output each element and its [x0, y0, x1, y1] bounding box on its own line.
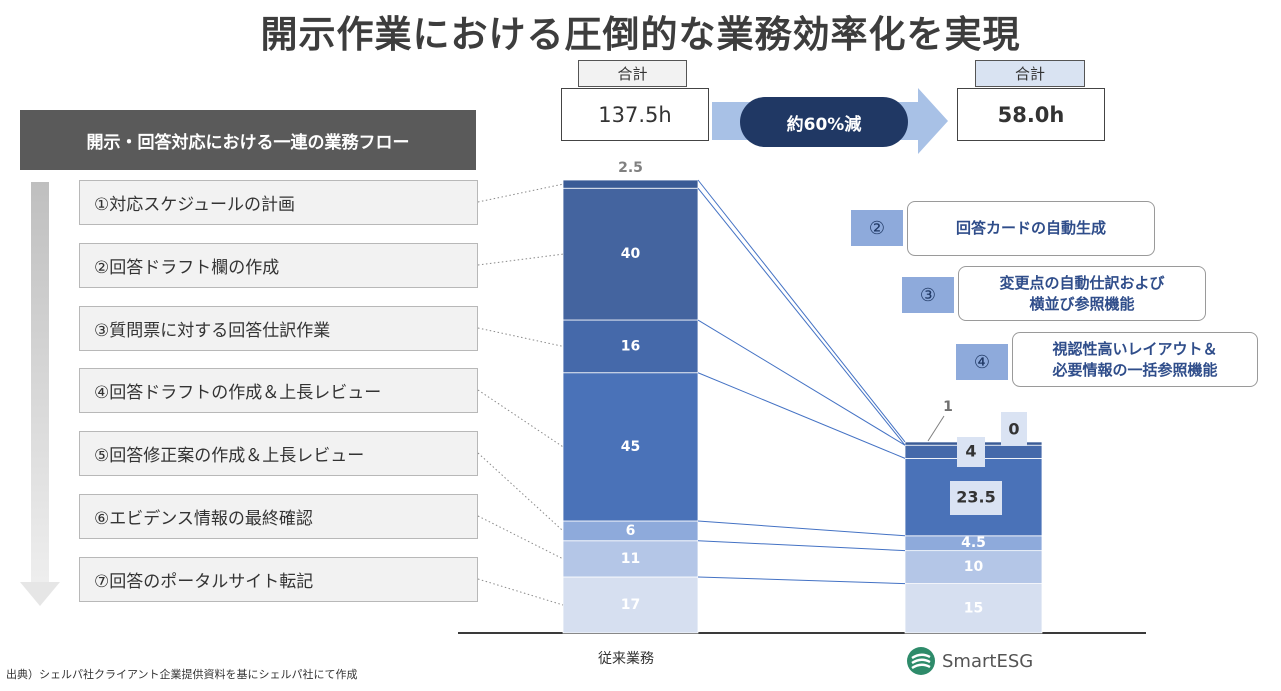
- feature-2-box: 回答カードの自動生成: [907, 201, 1155, 256]
- data-label-after-5: 4.5: [961, 535, 986, 551]
- source-note: 出典）シェルパ社クライアント企業提供資料を基にシェルパ社にて作成: [6, 668, 358, 681]
- bar-segment-before-6: [562, 540, 699, 578]
- flow-step-4: ④回答ドラフトの作成＆上長レビュー: [79, 368, 478, 413]
- label-box-after-4: [950, 481, 1002, 515]
- connector-line-1: [697, 179, 906, 443]
- bar-segment-after-7: [904, 583, 1043, 634]
- bar-segment-before-2: [562, 187, 699, 321]
- bar-segment-before-4: [562, 372, 699, 522]
- flow-step-6: ⑥エビデンス情報の最終確認: [79, 494, 478, 539]
- reduction-badge: 約60%減: [740, 97, 908, 147]
- bar-segment-before-1: [562, 179, 699, 189]
- flow-step-5: ⑤回答修正案の作成＆上長レビュー: [79, 431, 478, 476]
- leader-line-1: [477, 183, 564, 203]
- data-label-before-2: 40: [621, 246, 641, 262]
- data-label-after-3: 4: [965, 442, 976, 461]
- connector-line-2: [697, 187, 906, 446]
- data-label-before-1: 2.5: [618, 160, 643, 176]
- data-label-before-3: 16: [621, 338, 640, 354]
- flow-step-7: ⑦回答のポータルサイト転記: [79, 557, 478, 602]
- label-box-after-2: [1001, 412, 1027, 446]
- bar-segment-after-6: [904, 550, 1043, 584]
- data-label-after-2: 0: [1008, 420, 1019, 439]
- data-label-after-4: 23.5: [956, 488, 995, 507]
- connector-line-3: [697, 319, 906, 446]
- x-category-before: 従来業務: [598, 651, 654, 667]
- leader-line-3: [477, 327, 564, 347]
- data-label-after-6: 10: [964, 559, 984, 575]
- total-after-value: 58.0h: [957, 88, 1105, 141]
- feature-3-number: ③: [902, 277, 954, 313]
- flow-down-arrow-icon: [20, 182, 60, 606]
- feature-2-number: ②: [851, 210, 903, 246]
- data-label-before-6: 11: [621, 551, 640, 567]
- leader-line-6: [477, 515, 564, 560]
- label-pointer-after-1: [927, 415, 945, 442]
- flow-step-2: ②回答ドラフト欄の作成: [79, 243, 478, 288]
- connector-line-4: [697, 372, 906, 459]
- connector-line-5: [697, 520, 906, 537]
- connector-line-7: [697, 576, 906, 585]
- data-label-after-1: 1: [943, 399, 953, 415]
- data-label-after-7: 15: [964, 600, 983, 616]
- leader-line-4: [477, 389, 564, 448]
- data-label-before-5: 6: [626, 523, 636, 539]
- brand-logo: SmartESG: [906, 646, 1033, 676]
- feature-3-box: 変更点の自動仕訳および 横並び参照機能: [958, 266, 1206, 321]
- smartesg-logo-icon: [907, 647, 935, 675]
- total-after-label: 合計: [975, 60, 1085, 87]
- flow-header: 開示・回答対応における一連の業務フロー: [20, 110, 476, 170]
- flow-step-3: ③質問票に対する回答仕訳作業: [79, 306, 478, 351]
- total-before-value: 137.5h: [561, 88, 709, 141]
- leader-line-7: [477, 578, 564, 606]
- leader-line-5: [477, 452, 564, 532]
- bar-segment-before-3: [562, 319, 699, 374]
- bar-segment-before-7: [562, 576, 699, 634]
- page-title: 開示作業における圧倒的な業務効率化を実現: [260, 13, 1021, 56]
- flow-step-1: ①対応スケジュールの計画: [79, 180, 478, 225]
- label-box-after-3: [957, 437, 985, 467]
- data-label-before-4: 45: [621, 439, 640, 455]
- brand-name: SmartESG: [942, 650, 1034, 672]
- feature-4-box: 視認性高いレイアウト＆ 必要情報の一括参照機能: [1012, 332, 1258, 387]
- leader-line-2: [477, 253, 564, 266]
- connector-line-6: [697, 540, 906, 552]
- feature-4-number: ④: [956, 344, 1008, 380]
- data-label-before-7: 17: [621, 597, 640, 613]
- total-before-label: 合計: [578, 60, 687, 87]
